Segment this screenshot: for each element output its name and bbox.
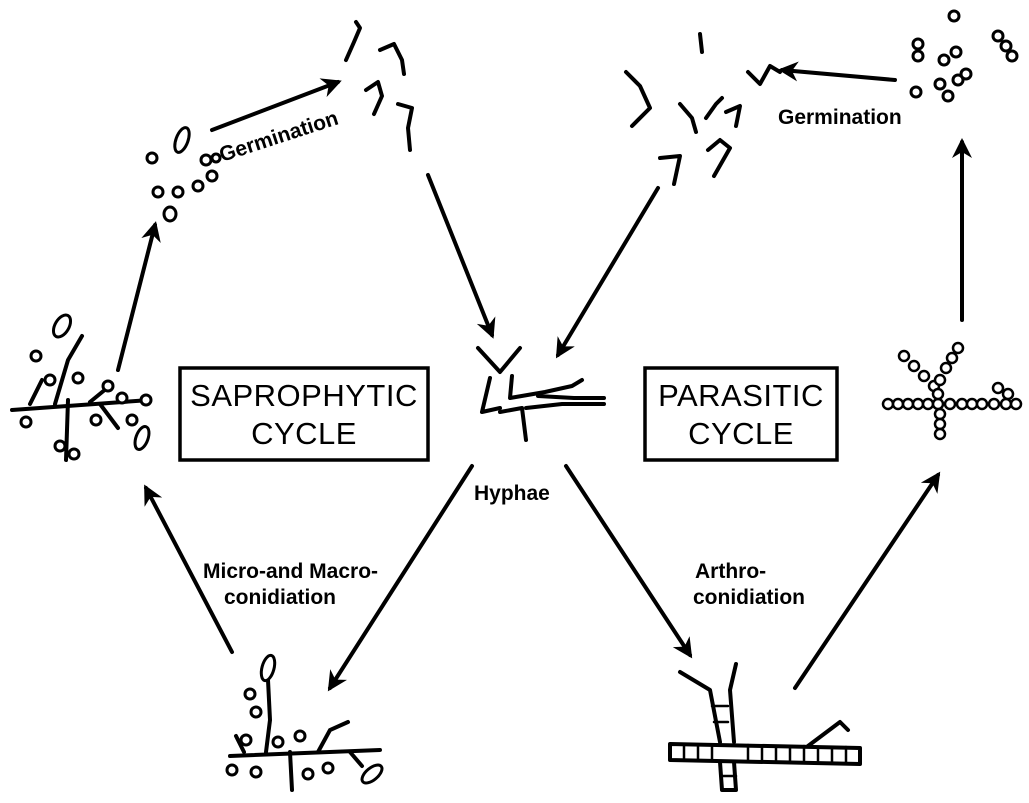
hyphae-label: Hyphae — [474, 482, 550, 505]
saprophytic-cycle-box: SAPROPHYTIC CYCLE — [180, 368, 428, 460]
parasitic-box-line2: CYCLE — [688, 416, 794, 451]
arrow-sap-hyphae-to-spores — [118, 225, 155, 370]
arthrospore-chain-illustration — [883, 343, 1021, 439]
saprophytic-hyphae-illustration — [12, 312, 152, 460]
micro-macro-label-line2: conidiation — [224, 586, 336, 609]
arrow-arthro-hyphae-to-chain — [795, 475, 938, 688]
saprophytic-box-line1: SAPROPHYTIC — [190, 378, 418, 413]
germination-label-left: Germination — [216, 107, 341, 167]
arthro-label-line2: conidiation — [693, 586, 805, 609]
arrow-hyphae-to-arthroconidiation — [566, 466, 690, 655]
arthrospores-cluster-right — [911, 11, 1017, 101]
germinated-spores-left — [346, 22, 412, 150]
micro-macro-label-line1: Micro-and Macro- — [203, 560, 378, 583]
parasitic-box-line1: PARASITIC — [658, 378, 824, 413]
arthro-label-line1: Arthro- — [695, 560, 766, 583]
conidiation-illustration — [227, 654, 385, 790]
parasitic-cycle-box: PARASITIC CYCLE — [645, 368, 837, 460]
segmented-hypha-illustration — [670, 664, 860, 790]
central-hypha-illustration — [478, 348, 604, 440]
germination-label-right: Germination — [778, 106, 902, 129]
arrow-germinated-to-hyphae-left — [428, 175, 492, 335]
arrow-germinated-to-hyphae-right — [558, 188, 658, 355]
spores-cluster-left — [147, 126, 220, 221]
arrow-germination-right — [782, 70, 895, 80]
saprophytic-box-line2: CYCLE — [251, 416, 357, 451]
germinated-spores-right — [626, 34, 780, 184]
